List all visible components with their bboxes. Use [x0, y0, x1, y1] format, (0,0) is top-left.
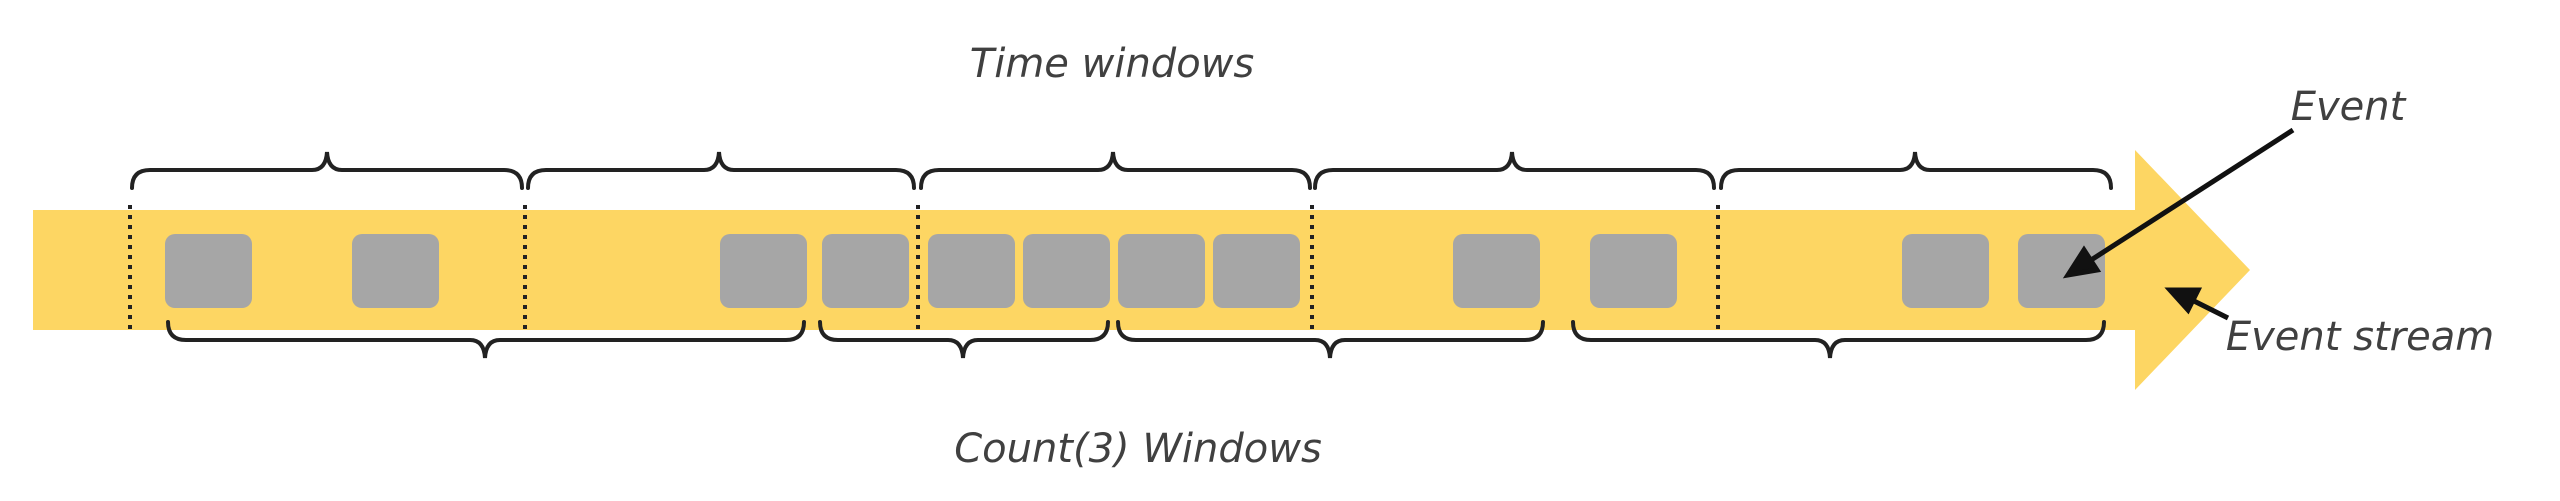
time-window-brace	[1719, 151, 2113, 190]
time-window-brace	[526, 151, 916, 190]
event-block	[822, 234, 909, 308]
event-block	[165, 234, 252, 308]
time-window-dividers	[128, 205, 1720, 330]
count-window-brace	[166, 320, 806, 359]
count-window-braces	[166, 320, 2106, 359]
event-block	[1023, 234, 1110, 308]
time-window-braces	[130, 151, 2113, 190]
event-block	[928, 234, 1015, 308]
count-window-brace	[1116, 320, 1545, 359]
time-window-brace	[1313, 151, 1716, 190]
time-window-brace	[130, 151, 524, 190]
event-block	[720, 234, 807, 308]
time-window-brace	[919, 151, 1312, 190]
event-block	[1213, 234, 1300, 308]
event-stream-pointer-arrowhead	[2164, 287, 2203, 315]
event-block	[1453, 234, 1540, 308]
event-pointer-arrowhead	[2062, 245, 2102, 279]
count-window-brace	[818, 320, 1110, 359]
events	[165, 234, 2105, 308]
event-stream-pointer-line	[2190, 297, 2230, 321]
event-block	[352, 234, 439, 308]
count-window-brace	[1571, 320, 2106, 359]
event-block	[1590, 234, 1677, 308]
event-block	[1902, 234, 1989, 308]
count-windows-label: Count(3) Windows	[954, 426, 1322, 472]
event-label: Event	[2291, 84, 2407, 130]
event-pointer-line	[2086, 127, 2295, 265]
event-stream-label: Event stream	[2226, 314, 2494, 360]
event-block	[1118, 234, 1205, 308]
annotation-arrows	[2062, 127, 2295, 321]
time-windows-label: Time windows	[970, 41, 1254, 87]
